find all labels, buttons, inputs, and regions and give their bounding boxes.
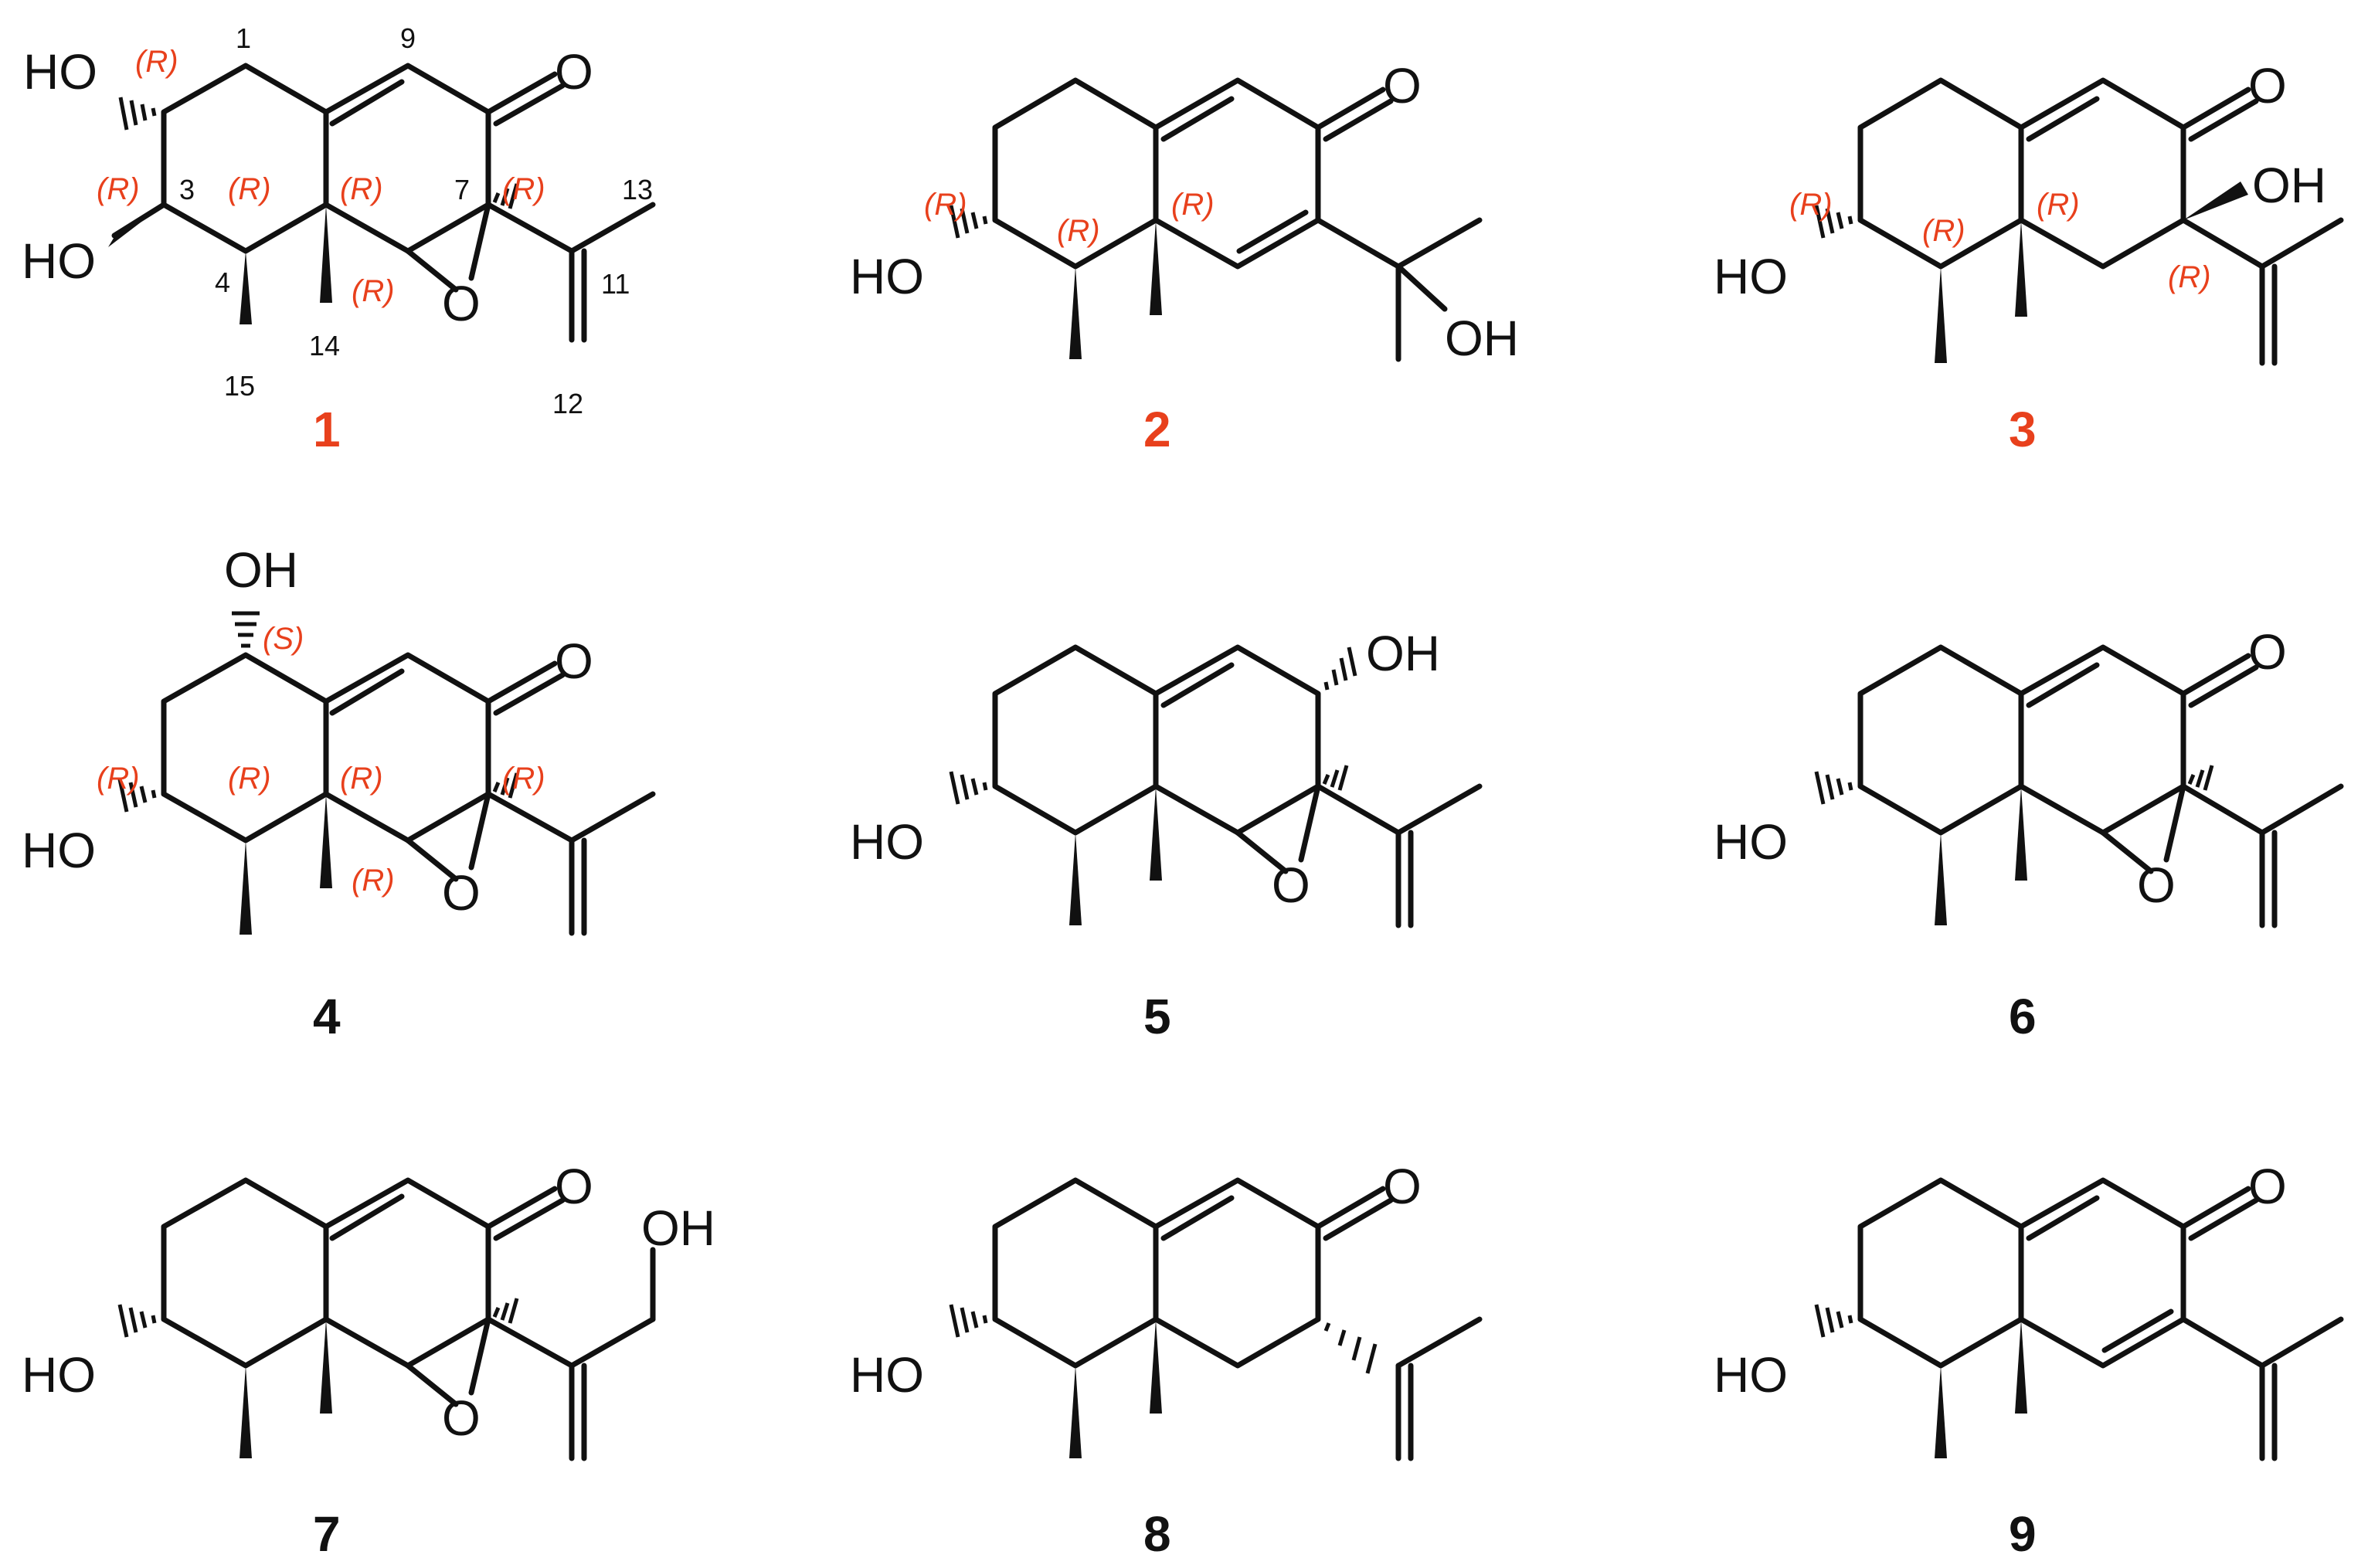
compound-1-epoxide-o: O — [442, 276, 481, 331]
compound-4-label: 4 — [313, 989, 341, 1044]
compound-4-ho-c3: HO — [22, 823, 96, 878]
compound-5-oh-c8: OH — [1366, 626, 1440, 681]
compound-4-oh-c1: OH — [224, 542, 298, 598]
compound-3-structure: HO O OH (R) (R) (R) (R) 3 — [1714, 58, 2344, 457]
compound-1-locant-11: 11 — [601, 268, 630, 300]
compound-1-locant-13: 13 — [622, 174, 653, 205]
compound-1-stereo-c7: (R) — [502, 172, 545, 206]
compound-3-oh-c7: OH — [2252, 158, 2326, 213]
compound-9-ketone-o: O — [2248, 1159, 2287, 1214]
compound-1-locant-7: 7 — [454, 174, 470, 205]
compound-7-structure: HO O O OH 7 — [22, 1159, 715, 1562]
compound-4-epoxide-o: O — [442, 865, 481, 921]
compound-6-label: 6 — [2009, 989, 2037, 1044]
compound-3-stereo-c4: (R) — [1922, 214, 1965, 248]
compound-1-locant-12: 12 — [552, 388, 583, 419]
compound-4-stereo-c1: (S) — [263, 622, 304, 656]
compound-2-stereo-c3: (R) — [924, 188, 967, 222]
compound-4-ketone-o: O — [555, 633, 593, 689]
compound-1-locant-14: 14 — [309, 330, 340, 361]
compound-1-ho-c3: HO — [22, 233, 96, 289]
compound-3-stereo-c5: (R) — [2037, 188, 2080, 222]
compound-5-epoxide-o: O — [1272, 857, 1310, 913]
compound-2-stereo-c5: (R) — [1171, 188, 1215, 222]
compound-5-structure: HO OH O 5 — [850, 626, 1483, 1044]
compound-1-locant-3: 3 — [179, 174, 195, 205]
compound-3-label: 3 — [2009, 402, 2037, 457]
compound-2-structure: HO O OH (R) (R) (R) 2 — [850, 58, 1519, 457]
compound-3-ketone-o: O — [2248, 58, 2287, 114]
compound-1-locant-4: 4 — [215, 266, 230, 298]
compound-1-label: 1 — [313, 402, 341, 457]
compound-2-ho-c3: HO — [850, 249, 924, 304]
compound-2-ketone-o: O — [1383, 58, 1422, 114]
compound-2-side-oh: OH — [1445, 311, 1519, 366]
compound-6-structure: HO O O 6 — [1714, 624, 2344, 1044]
compound-5-ho-c3: HO — [850, 814, 924, 870]
compound-7-ketone-o: O — [555, 1159, 593, 1214]
compound-4-stereo-c3: (R) — [97, 762, 140, 796]
compound-6-epoxide-o: O — [2137, 857, 2176, 913]
compound-3-stereo-c7: (R) — [2168, 260, 2211, 294]
compound-8-label: 8 — [1143, 1506, 1171, 1562]
compound-3-stereo-c3: (R) — [1789, 188, 1833, 222]
compound-8-ketone-o: O — [1383, 1159, 1422, 1214]
compound-1-ketone-o: O — [555, 44, 593, 100]
compound-1-locant-1: 1 — [236, 22, 251, 54]
compound-7-ho-c3: HO — [22, 1347, 96, 1403]
compound-7-label: 7 — [313, 1506, 341, 1562]
compound-6-ketone-o: O — [2248, 624, 2287, 680]
compound-1-stereo-c4: (R) — [228, 172, 271, 206]
compound-2-stereo-c4: (R) — [1057, 214, 1100, 248]
compound-5-label: 5 — [1143, 989, 1171, 1044]
compound-4-stereo-c5: (R) — [340, 762, 383, 796]
compound-4-stereo-c4: (R) — [228, 762, 271, 796]
compound-1-stereo-c6: (R) — [352, 274, 395, 308]
compound-8-structure: HO O 8 — [850, 1159, 1483, 1562]
compound-9-ho-c3: HO — [1714, 1347, 1788, 1403]
compound-1-stereo-c5: (R) — [340, 172, 383, 206]
compound-1-locant-9: 9 — [400, 22, 416, 54]
compound-4-stereo-c7: (R) — [502, 762, 545, 796]
compound-1-structure: HO HO O O 1 9 3 4 7 13 11 12 14 15 (R) (… — [22, 22, 656, 457]
compound-8-ho-c3: HO — [850, 1347, 924, 1403]
compound-7-epoxide-o: O — [442, 1390, 481, 1446]
compound-3-ho-c3: HO — [1714, 249, 1788, 304]
compound-1-stereo-c2: (R) — [135, 45, 178, 79]
compound-2-label: 2 — [1143, 402, 1171, 457]
compound-1-ho-c2: HO — [23, 44, 97, 100]
compound-7-side-oh: OH — [641, 1200, 715, 1256]
compound-4-stereo-c6: (R) — [352, 864, 395, 898]
compound-1-locant-15: 15 — [224, 370, 255, 402]
compound-6-ho-c3: HO — [1714, 814, 1788, 870]
compound-9-structure: HO O 9 — [1714, 1159, 2344, 1562]
compound-4-structure: OH HO O O (S) (R) (R) (R) (R) (R) 4 — [22, 542, 656, 1044]
compound-1-stereo-c3: (R) — [97, 172, 140, 206]
compound-9-label: 9 — [2009, 1506, 2037, 1562]
